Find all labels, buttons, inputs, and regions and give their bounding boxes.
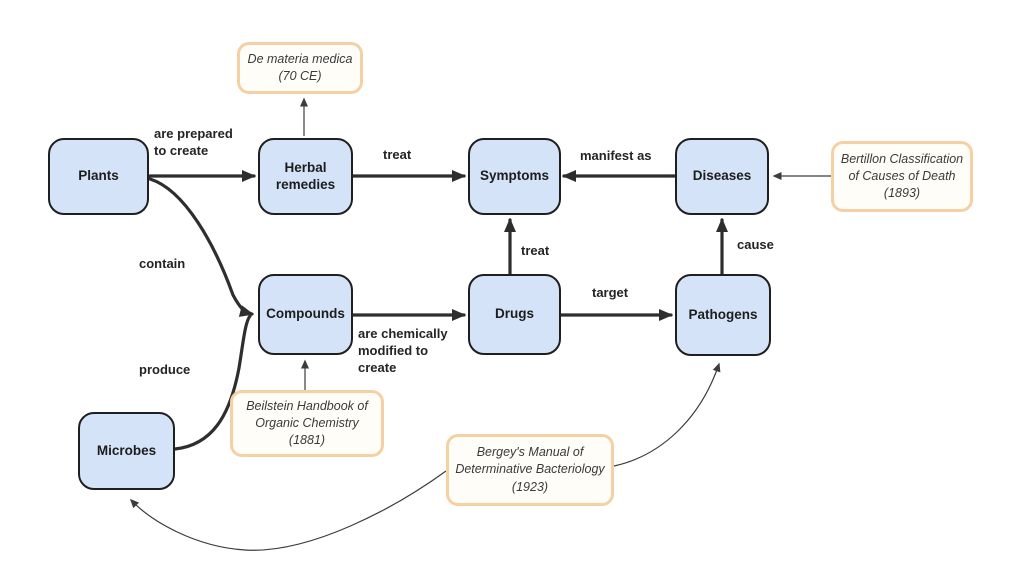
- annotation-text: Bergey's Manual of Determinative Bacteri…: [455, 445, 605, 494]
- annotation-text: De materia medica (70 CE): [247, 51, 353, 83]
- edge-label-produce: produce: [139, 362, 191, 377]
- annotation-text: Beilstein Handbook of Organic Chemistry …: [246, 398, 368, 448]
- node-microbes: Microbes: [78, 412, 175, 490]
- node-label: Microbes: [96, 442, 157, 458]
- node-label: Diseases: [692, 168, 752, 184]
- node-diseases: Diseases: [675, 138, 769, 215]
- annotation-bertillon-classification: Bertillon Classification of Causes of De…: [831, 141, 973, 212]
- node-label: Plants: [78, 168, 119, 184]
- edge-label-are-prepared-to-create: are prepared to create: [154, 126, 233, 158]
- node-pathogens: Pathogens: [675, 274, 771, 356]
- annotation-bergeys-manual: Bergey's Manual of Determinative Bacteri…: [446, 434, 614, 506]
- node-symptoms: Symptoms: [468, 138, 561, 215]
- annotation-text: Bertillon Classification of Causes of De…: [840, 151, 964, 201]
- node-label: Herbal remedies: [275, 159, 336, 192]
- node-label: Pathogens: [688, 306, 758, 322]
- edge-label-cause: cause: [737, 237, 774, 252]
- node-plants: Plants: [48, 138, 149, 215]
- node-herbal-remedies: Herbal remedies: [258, 138, 353, 215]
- annotation-beilstein-handbook: Beilstein Handbook of Organic Chemistry …: [230, 390, 384, 457]
- edge-label-are-chemically-modified: are chemically modified to create: [358, 326, 448, 375]
- node-label: Compounds: [266, 306, 345, 322]
- link-bergeys-pathogens: [613, 362, 721, 467]
- edge-label-contain: contain: [139, 256, 186, 271]
- node-drugs: Drugs: [468, 274, 561, 355]
- edge-plants-compounds: [148, 177, 254, 317]
- annotation-de-materia-medica: De materia medica (70 CE): [237, 42, 363, 94]
- node-compounds: Compounds: [258, 274, 353, 355]
- edge-microbes-compounds: [173, 314, 252, 451]
- node-label: Symptoms: [479, 168, 550, 184]
- link-bergeys-microbes: [129, 470, 447, 551]
- edge-label-target: target: [592, 285, 629, 300]
- edge-label-treat-drugs: treat: [521, 243, 550, 258]
- node-label: Drugs: [494, 306, 534, 322]
- edge-label-treat-herbal: treat: [383, 147, 412, 162]
- edge-label-manifest-as: manifest as: [580, 148, 652, 163]
